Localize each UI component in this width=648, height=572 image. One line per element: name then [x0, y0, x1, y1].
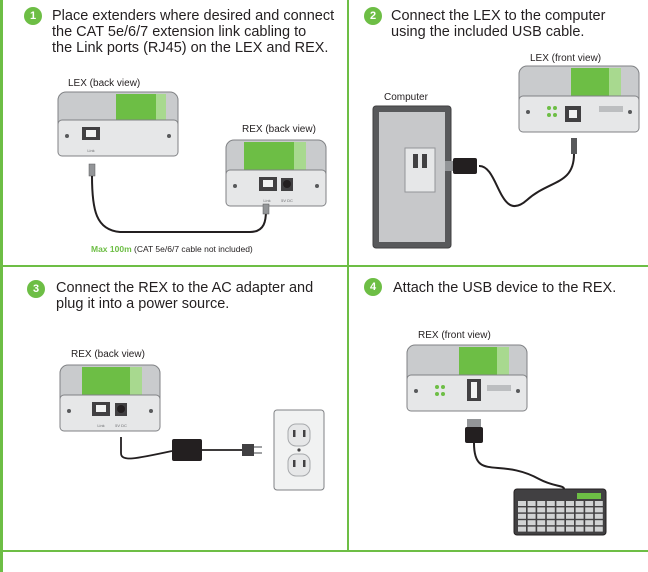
keyboard-key [537, 520, 546, 526]
computer-tower [372, 105, 452, 249]
keyboard-key [556, 513, 565, 519]
step-1-instruction: Place extenders where desired and connec… [52, 8, 334, 56]
keyboard-key [518, 501, 526, 506]
keyboard-keys [518, 501, 603, 532]
step-1-number: 1 [24, 7, 42, 25]
rex-back-device-power [59, 364, 161, 432]
keyboard-key [585, 513, 594, 519]
keyboard-key [518, 507, 526, 513]
step-1-cable-caption: Max 100m (CAT 5e/6/7 cable not included) [91, 244, 253, 254]
step-2-lex-label: LEX (front view) [530, 53, 602, 64]
keyboard-key [575, 513, 584, 519]
keyboard-key [556, 507, 565, 513]
step-4-line-1: Attach the USB device to the REX. [393, 280, 617, 296]
keyboard-key [527, 520, 536, 526]
step-2-line-2: using the included USB cable. [391, 24, 585, 40]
rex-link-port-label: Link [263, 198, 270, 203]
step-3-dc-port-label: 5V DC [115, 423, 127, 428]
keyboard-key [585, 520, 594, 526]
step-3-link-port-label: Link [97, 423, 104, 428]
keyboard-key [546, 520, 555, 526]
cable-note: (CAT 5e/6/7 cable not included) [131, 244, 253, 254]
step-1-lex-label: LEX (back view) [68, 78, 141, 89]
step-2-panel: 2 Connect the LEX to the computer using … [349, 0, 648, 265]
keyboard-key [537, 501, 546, 506]
step-3-rex-label: REX (back view) [71, 349, 145, 360]
keyboard-key [527, 507, 536, 513]
usb-device-cable [465, 419, 565, 490]
keyboard-key [575, 507, 584, 513]
step-1-line-1: Place extenders where desired and connec… [52, 8, 335, 24]
step-2-instruction: Connect the LEX to the computer using th… [391, 8, 605, 40]
keyboard-key [546, 507, 555, 513]
keyboard-key [575, 526, 584, 532]
step-2-illustration [372, 65, 640, 249]
rex-dc-port-label: 5V DC [281, 198, 293, 203]
keyboard-key [566, 501, 574, 506]
keyboard-key [527, 526, 536, 532]
step-4-panel: 4 Attach the USB device to the REX. REX … [349, 267, 648, 551]
keyboard-key [566, 507, 574, 513]
max-distance: Max 100m [91, 244, 132, 254]
step-4-number: 4 [364, 278, 382, 296]
step-3-instruction: Connect the REX to the AC adapter and pl… [56, 280, 313, 312]
keyboard-key [594, 501, 603, 506]
step-1-rex-label: REX (back view) [242, 124, 316, 135]
keyboard-key [566, 520, 574, 526]
keyboard-key [546, 501, 555, 506]
step-2-number: 2 [364, 7, 382, 25]
keyboard-key [585, 526, 594, 532]
keyboard-key [585, 507, 594, 513]
step-4-illustration [406, 344, 607, 536]
keyboard-key [566, 513, 574, 519]
step-3-illustration: Link 5V DC [59, 364, 325, 491]
keyboard-key [556, 501, 565, 506]
step-1-line-2: the CAT 5e/6/7 extension link cabling to [52, 24, 307, 40]
lex-front-device [518, 65, 640, 133]
rex-front-device [406, 344, 528, 412]
keyboard-key [594, 520, 603, 526]
keyboard-key [575, 520, 584, 526]
step-2-line-1: Connect the LEX to the computer [391, 8, 606, 24]
keyboard-key [546, 526, 555, 532]
keyboard-key [518, 513, 526, 519]
step-4-rex-label: REX (front view) [418, 330, 491, 341]
step-3-line-2: plug it into a power source. [56, 296, 230, 312]
step-1-illustration: Link Link 5V DC [57, 91, 327, 233]
keyboard-key [594, 513, 603, 519]
ac-adapter [120, 437, 262, 461]
keyboard-key [537, 513, 546, 519]
keyboard-key [518, 526, 526, 532]
keyboard-key [527, 501, 536, 506]
lex-link-port-label: Link [87, 148, 94, 153]
keyboard-key [566, 526, 574, 532]
usb-cable [445, 138, 577, 208]
keyboard-key [518, 520, 526, 526]
keyboard-key [537, 507, 546, 513]
rex-back-device [225, 139, 327, 207]
lex-back-device [57, 91, 179, 157]
step-3-panel: 3 Connect the REX to the AC adapter and … [0, 267, 347, 551]
keyboard-key [556, 526, 565, 532]
cat-cable [88, 163, 270, 233]
step-1-line-3: the Link ports (RJ45) on the LEX and REX… [52, 40, 329, 56]
keyboard-key [575, 501, 584, 506]
keyboard-key [556, 520, 565, 526]
keyboard-key [537, 526, 546, 532]
keyboard-key [585, 501, 594, 506]
step-3-line-1: Connect the REX to the AC adapter and [56, 280, 314, 296]
step-3-number: 3 [27, 280, 45, 298]
keyboard-key [527, 513, 536, 519]
keyboard-key [594, 526, 603, 532]
wall-outlet [273, 409, 325, 491]
keyboard-key [546, 513, 555, 519]
step-2-computer-label: Computer [384, 92, 428, 103]
step-4-instruction: Attach the USB device to the REX. [393, 280, 616, 296]
keyboard-key [594, 507, 603, 513]
step-1-panel: 1 Place extenders where desired and conn… [0, 0, 347, 265]
